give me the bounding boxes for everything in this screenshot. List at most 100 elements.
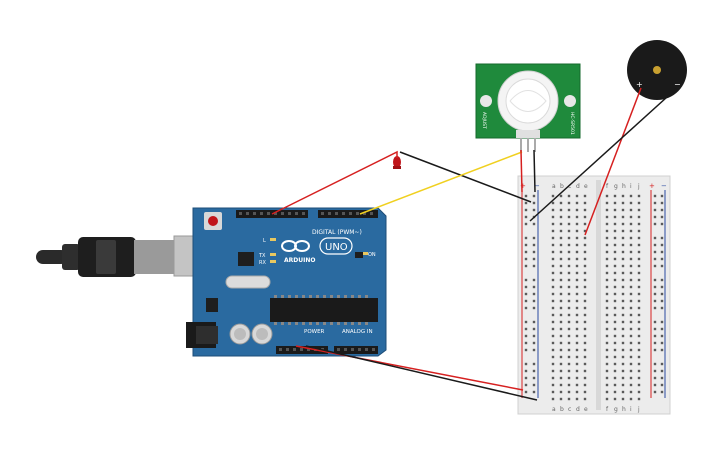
wire-pir-vcc-red: [520, 149, 523, 193]
breadboard-hole: [583, 383, 587, 387]
breadboard: a b c d e f g h i j + − + − a b c d e f …: [517, 175, 671, 415]
breadboard-hole: [660, 264, 664, 268]
breadboard-hole: [637, 390, 641, 394]
breadboard-hole: [653, 236, 657, 240]
breadboard-hole: [567, 348, 571, 352]
breadboard-hole: [629, 264, 633, 268]
breadboard-hole: [583, 236, 587, 240]
breadboard-hole: [637, 264, 641, 268]
breadboard-hole: [653, 376, 657, 380]
breadboard-hole: [567, 285, 571, 289]
breadboard-hole: [637, 369, 641, 373]
breadboard-hole: [613, 215, 617, 219]
breadboard-hole: [605, 376, 609, 380]
breadboard-hole: [532, 334, 536, 338]
breadboard-hole: [629, 348, 633, 352]
breadboard-hole: [575, 292, 579, 296]
breadboard-hole: [621, 320, 625, 324]
power-label: POWER: [304, 329, 325, 335]
bb-col-a-bottom: a: [552, 406, 556, 413]
breadboard-hole: [660, 348, 664, 352]
breadboard-hole: [621, 383, 625, 387]
breadboard-hole: [567, 306, 571, 310]
bb-col-j: j: [637, 183, 640, 190]
breadboard-hole: [613, 201, 617, 205]
breadboard-hole: [613, 369, 617, 373]
breadboard-hole: [637, 257, 641, 261]
pir-motion-sensor: ADJUST HC-SR501: [475, 63, 581, 152]
breadboard-hole: [559, 222, 563, 226]
led-on-label: ON: [368, 252, 376, 258]
breadboard-hole: [613, 250, 617, 254]
breadboard-hole: [567, 215, 571, 219]
breadboard-hole: [575, 299, 579, 303]
breadboard-hole: [575, 397, 579, 401]
breadboard-hole: [621, 215, 625, 219]
breadboard-hole: [575, 194, 579, 198]
breadboard-hole: [524, 243, 528, 247]
breadboard-hole: [575, 201, 579, 205]
breadboard-hole: [613, 194, 617, 198]
breadboard-hole: [524, 264, 528, 268]
wire-power-gnd-black: [305, 345, 538, 401]
breadboard-hole: [629, 271, 633, 275]
breadboard-hole: [653, 201, 657, 205]
breadboard-hole: [551, 383, 555, 387]
breadboard-hole: [613, 306, 617, 310]
breadboard-hole: [653, 250, 657, 254]
breadboard-hole: [637, 222, 641, 226]
breadboard-hole: [532, 390, 536, 394]
breadboard-hole: [575, 383, 579, 387]
breadboard-hole: [605, 264, 609, 268]
breadboard-hole: [524, 362, 528, 366]
breadboard-hole: [575, 341, 579, 345]
breadboard-hole: [551, 264, 555, 268]
breadboard-hole: [551, 327, 555, 331]
breadboard-hole: [551, 215, 555, 219]
breadboard-hole: [551, 222, 555, 226]
breadboard-hole: [621, 313, 625, 317]
breadboard-hole: [621, 285, 625, 289]
breadboard-hole: [605, 362, 609, 366]
breadboard-hole: [559, 201, 563, 205]
breadboard-hole: [613, 334, 617, 338]
breadboard-hole: [524, 278, 528, 282]
breadboard-hole: [621, 264, 625, 268]
breadboard-hole: [637, 348, 641, 352]
breadboard-hole: [551, 278, 555, 282]
breadboard-hole: [605, 313, 609, 317]
breadboard-hole: [559, 341, 563, 345]
breadboard-hole: [575, 313, 579, 317]
breadboard-hole: [583, 341, 587, 345]
breadboard-hole: [621, 222, 625, 226]
breadboard-hole: [559, 313, 563, 317]
breadboard-hole: [613, 355, 617, 359]
breadboard-hole: [551, 201, 555, 205]
breadboard-hole: [551, 376, 555, 380]
breadboard-hole: [559, 208, 563, 212]
breadboard-hole: [575, 376, 579, 380]
bb-col-g: g: [614, 183, 618, 190]
breadboard-hole: [660, 376, 664, 380]
breadboard-hole: [551, 369, 555, 373]
breadboard-hole: [629, 194, 633, 198]
breadboard-hole: [559, 306, 563, 310]
breadboard-hole: [559, 334, 563, 338]
wire-pir-gnd-black: [533, 149, 536, 193]
breadboard-hole: [637, 243, 641, 247]
breadboard-hole: [575, 236, 579, 240]
breadboard-hole: [524, 215, 528, 219]
led-rx-label: RX: [259, 260, 266, 266]
breadboard-hole: [621, 208, 625, 212]
breadboard-hole: [559, 250, 563, 254]
bb-col-i: i: [630, 183, 632, 190]
bb-col-b: b: [560, 183, 564, 190]
breadboard-hole: [629, 369, 633, 373]
bb-col-b-bottom: b: [560, 406, 564, 413]
led-tx-label: TX: [258, 253, 266, 259]
breadboard-hole: [532, 208, 536, 212]
breadboard-hole: [567, 236, 571, 240]
breadboard-hole: [524, 222, 528, 226]
breadboard-hole: [532, 299, 536, 303]
breadboard-hole: [637, 320, 641, 324]
